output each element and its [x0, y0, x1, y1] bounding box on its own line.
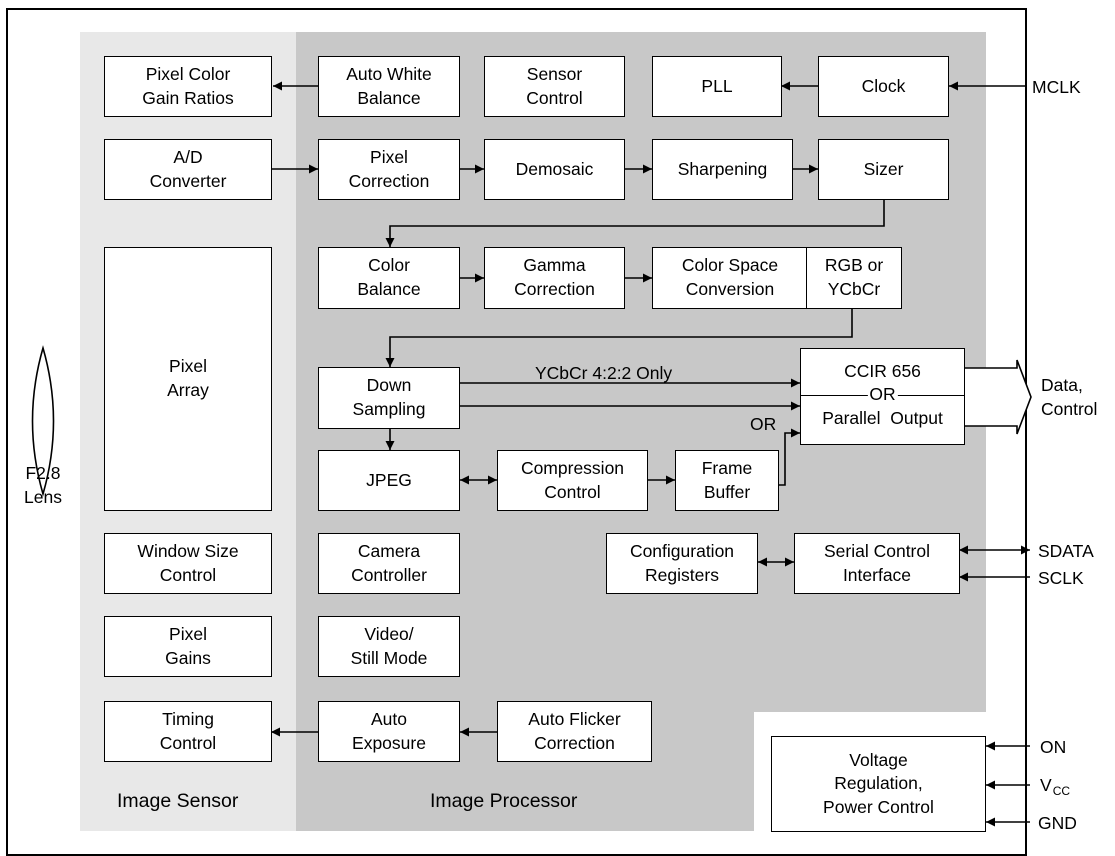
voltage-regulation-block: Voltage Regulation, Power Control — [771, 736, 986, 832]
compression-control-block: Compression Control — [497, 450, 648, 511]
image-processor-title: Image Processor — [430, 790, 578, 812]
pixel-correction-block: Pixel Correction — [318, 139, 460, 200]
auto-flicker-correction-block: Auto Flicker Correction — [497, 701, 652, 762]
gnd-label: GND — [1038, 813, 1077, 833]
gamma-correction-block: Gamma Correction — [484, 247, 625, 309]
pixel-gains-block: Pixel Gains — [104, 616, 272, 677]
parallel-output-label: Parallel Output — [822, 408, 943, 428]
ccir-656-label: CCIR 656 — [844, 361, 921, 381]
sharpening-block: Sharpening — [652, 139, 793, 200]
data-control-label: Data, Control — [1041, 375, 1098, 419]
ad-converter-block: A/D Converter — [104, 139, 272, 200]
down-sampling-block: Down Sampling — [318, 367, 460, 429]
sensor-control-block: Sensor Control — [484, 56, 625, 117]
window-size-control-block: Window Size Control — [104, 533, 272, 594]
vcc-label: VCC — [1040, 774, 1070, 799]
data-output-arrow — [964, 359, 1032, 435]
configuration-registers-block: Configuration Registers — [606, 533, 758, 594]
or-label: OR — [750, 414, 777, 434]
sizer-block: Sizer — [818, 139, 949, 200]
frame-buffer-block: Frame Buffer — [675, 450, 779, 511]
pixel-array-block: Pixel Array — [104, 247, 272, 511]
auto-white-balance-block: Auto White Balance — [318, 56, 460, 117]
image-sensor-title: Image Sensor — [117, 790, 239, 812]
output-block: CCIR 656 OR Parallel Output — [800, 348, 965, 445]
vcc-main: V — [1040, 775, 1052, 795]
timing-control-block: Timing Control — [104, 701, 272, 762]
sdata-label: SDATA — [1038, 541, 1094, 561]
color-balance-block: Color Balance — [318, 247, 460, 309]
mclk-label: MCLK — [1032, 77, 1081, 97]
video-still-mode-block: Video/ Still Mode — [318, 616, 460, 677]
or-divider-label: OR — [867, 384, 898, 405]
arrow-frame-buffer-to-parallel — [778, 428, 800, 486]
arrow-rgb-to-down-sampling — [385, 309, 853, 367]
lens-shape — [31, 345, 55, 497]
demosaic-block: Demosaic — [484, 139, 625, 200]
sclk-label: SCLK — [1038, 568, 1084, 588]
arrow-sizer-to-color-balance — [385, 200, 885, 247]
serial-control-interface-block: Serial Control Interface — [794, 533, 960, 594]
ycbcr-only-label: YCbCr 4:2:2 Only — [535, 363, 673, 383]
color-space-conversion-block: Color Space Conversion — [652, 247, 808, 309]
jpeg-block: JPEG — [318, 450, 460, 511]
camera-controller-block: Camera Controller — [318, 533, 460, 594]
auto-exposure-block: Auto Exposure — [318, 701, 460, 762]
on-label: ON — [1040, 737, 1067, 757]
pll-block: PLL — [652, 56, 782, 117]
lens-label: F2.8 Lens — [24, 463, 62, 507]
vcc-subscript: CC — [1052, 784, 1071, 798]
pixel-color-gain-ratios-block: Pixel Color Gain Ratios — [104, 56, 272, 117]
clock-block: Clock — [818, 56, 949, 117]
rgb-ycbcr-block: RGB or YCbCr — [806, 247, 902, 309]
